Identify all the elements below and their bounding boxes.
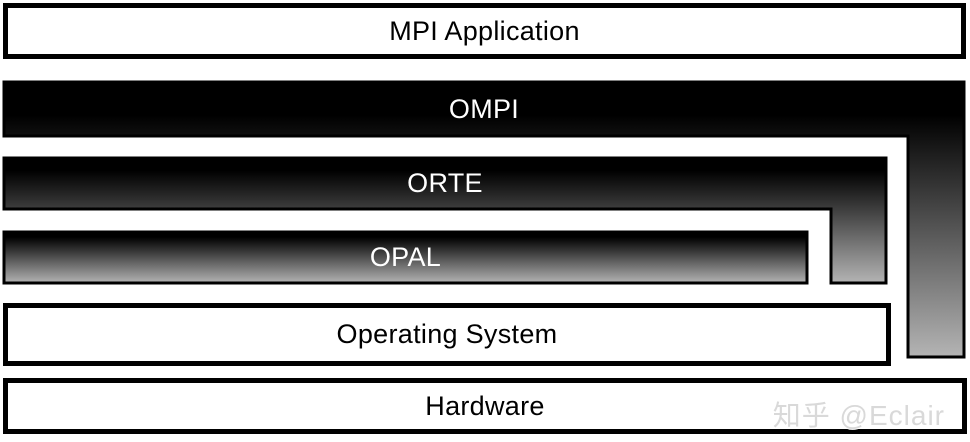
opal-layer-shape bbox=[2, 230, 809, 285]
ompi-layer-shape bbox=[2, 80, 966, 359]
operating-system-box bbox=[3, 303, 891, 366]
mpi-application-box bbox=[3, 3, 966, 59]
hardware-box bbox=[3, 378, 967, 434]
orte-layer-shape bbox=[2, 156, 888, 285]
